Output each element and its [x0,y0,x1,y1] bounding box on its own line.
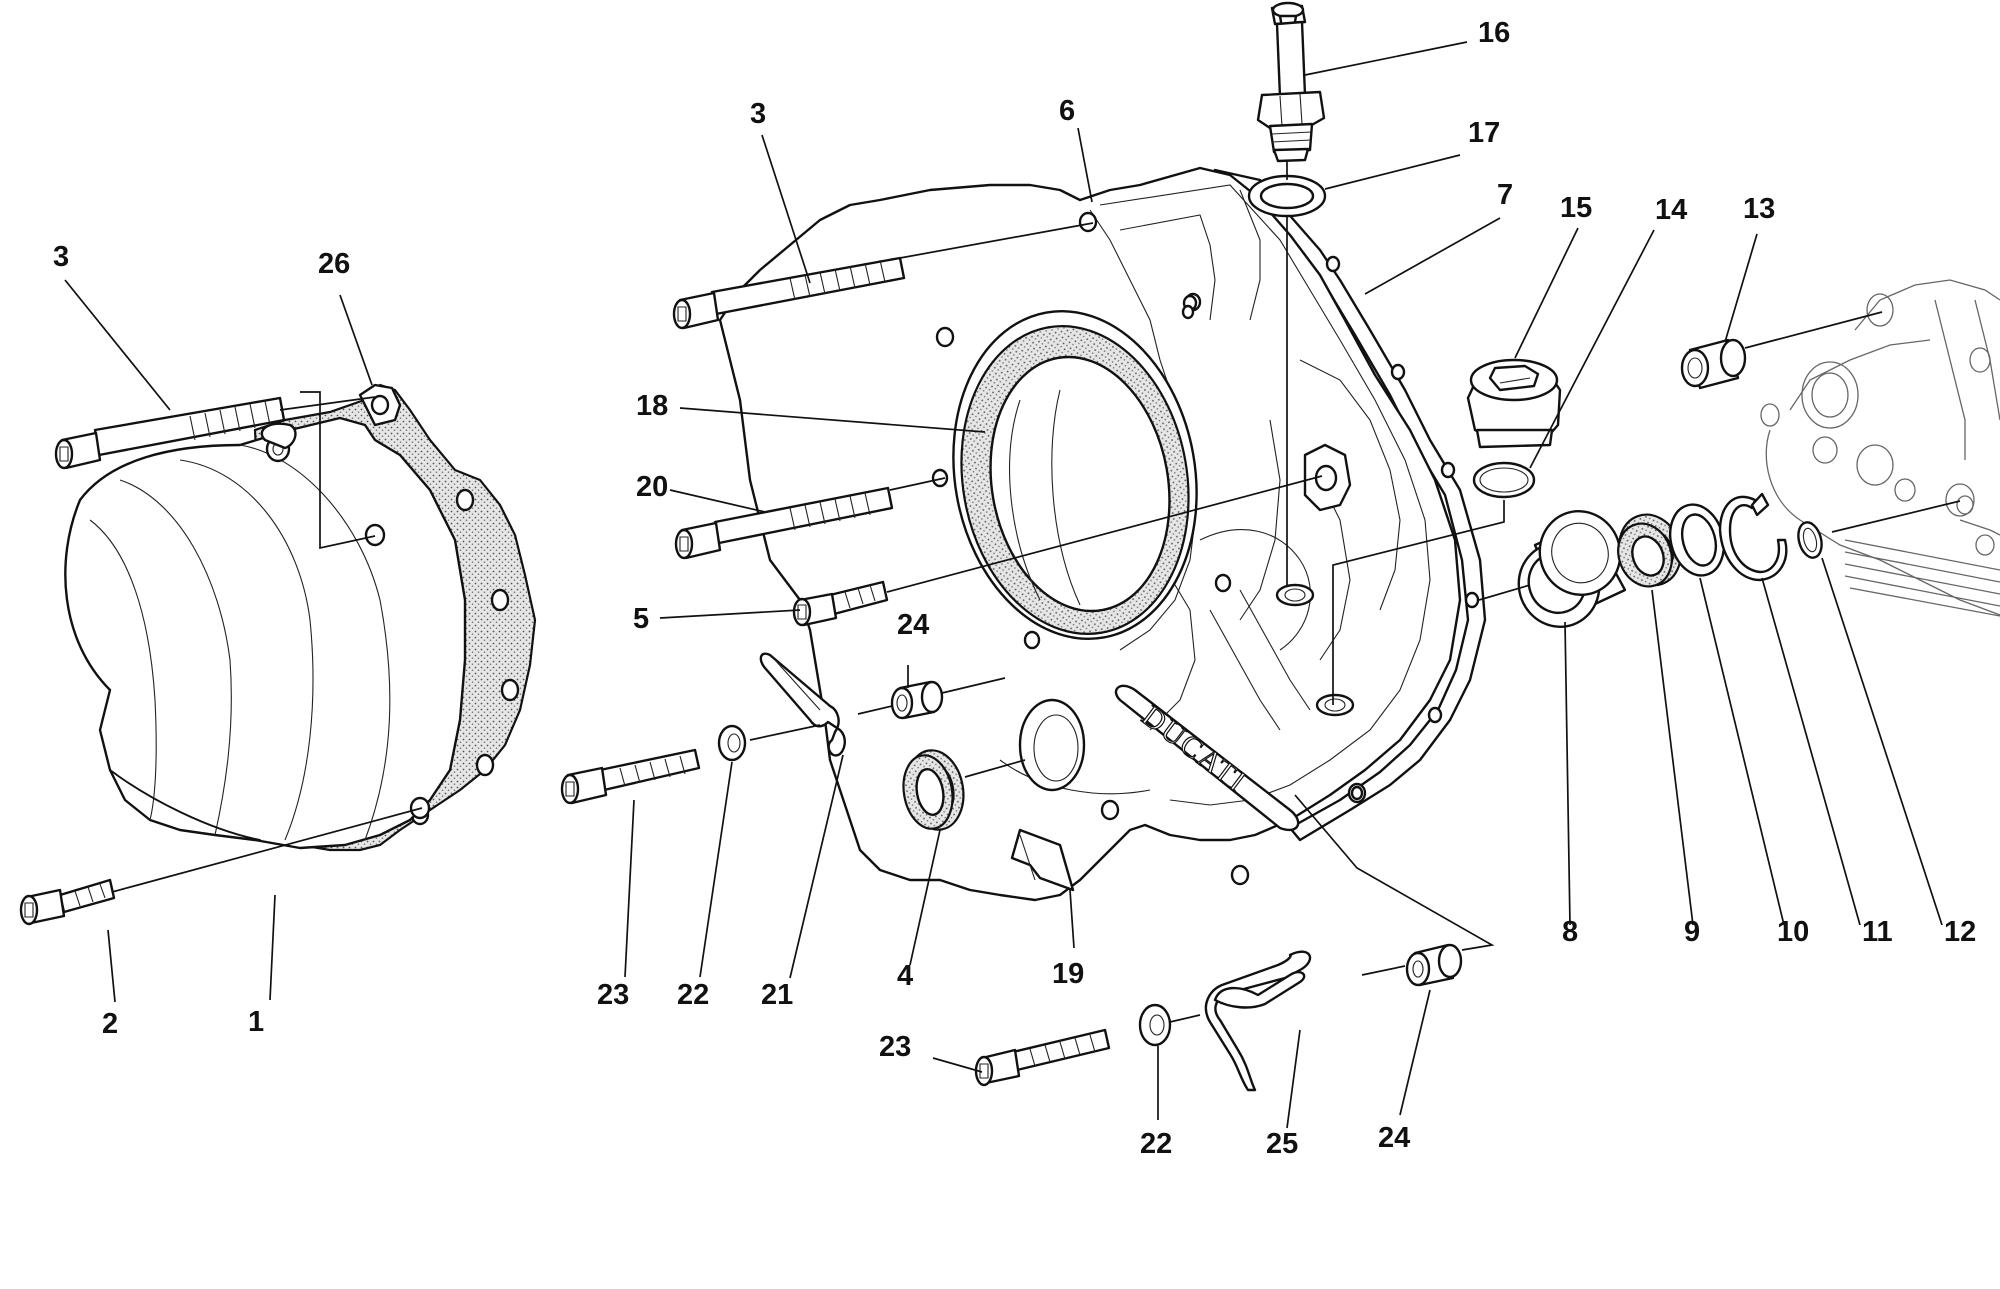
callout-10: 10 [1777,916,1809,948]
part-19-pad [1010,828,1075,892]
callout-5: 5 [633,603,649,635]
part-11-circlip [1718,492,1788,582]
callout-9: 9 [1684,916,1700,948]
callout-labels: 16 17 7 15 14 13 6 3 3 26 18 20 5 24 1 2… [53,17,1976,1160]
callout-15: 15 [1560,192,1592,224]
part-15-plug [1466,358,1562,449]
callout-21: 21 [761,979,793,1011]
callout-14: 14 [1655,194,1687,226]
part-22-washer-lower [1138,1003,1172,1047]
callout-7: 7 [1497,179,1513,211]
callout-24-lower: 24 [1378,1122,1410,1154]
part-3-bolt-left [54,396,286,470]
engine-casing-ghost [1760,279,2000,617]
callout-1: 1 [248,1006,264,1038]
part-22-washer-upper [717,724,747,762]
callout-12: 12 [1944,916,1976,948]
part-21-clip [759,652,846,757]
part-10-washer [1669,503,1725,577]
part-12-o-ring [1797,521,1823,559]
callout-3-left: 3 [53,241,69,273]
part-1-clutch-cover [64,416,467,850]
callout-25: 25 [1266,1128,1298,1160]
callout-20: 20 [636,471,668,503]
part-3-bolt-top [672,256,906,330]
callout-8: 8 [1562,916,1578,948]
callout-23-lower: 23 [879,1031,911,1063]
part-8-bushing [1517,510,1627,628]
callout-18: 18 [636,390,668,422]
callout-24-upper: 24 [897,609,929,641]
callout-26: 26 [318,248,350,280]
callout-23-upper: 23 [597,979,629,1011]
part-23-bolt-lower [974,1028,1111,1087]
callout-16: 16 [1478,17,1510,49]
callout-6: 6 [1059,95,1075,127]
part-23-bolt-upper [560,748,701,805]
part-20-bolt [674,486,894,560]
callout-11: 11 [1862,916,1893,948]
part-24-dowel-lower [1405,943,1463,987]
part-24-dowel-upper [890,680,944,720]
callout-19: 19 [1052,958,1084,990]
part-5-bolt [792,580,889,627]
part-25-clip [1204,950,1312,1092]
part-4-seal [902,749,965,831]
callout-22-lower: 22 [1140,1128,1172,1160]
part-2-bolt [19,878,116,926]
callout-22-upper: 22 [677,979,709,1011]
callout-4: 4 [897,960,913,992]
part-13-dowel [1680,338,1747,390]
part-17-o-ring [1247,174,1327,218]
callout-leaders [64,41,1943,1129]
callout-3-top: 3 [750,98,766,130]
part-14-o-ring [1472,461,1536,499]
callout-13: 13 [1743,193,1775,225]
assembly-lines [111,160,1961,1023]
callout-2: 2 [102,1008,118,1040]
callout-17: 17 [1468,117,1500,149]
part-16-sensor [1256,1,1326,163]
